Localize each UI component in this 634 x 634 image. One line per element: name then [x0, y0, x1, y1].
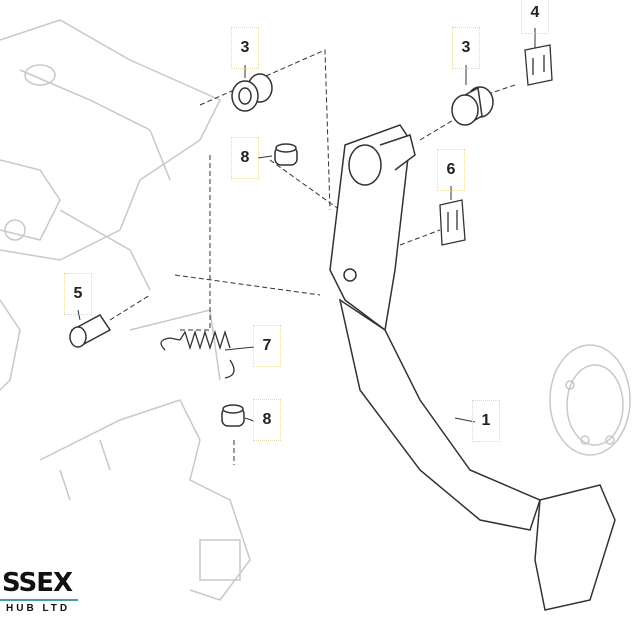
spring-7: [160, 329, 235, 379]
clip-4: [524, 44, 553, 86]
callout-8-top[interactable]: 8: [231, 137, 259, 179]
bushing-3-right: [451, 86, 494, 126]
buffer-8-bottom: [221, 404, 245, 427]
buffer-8-top: [274, 143, 298, 166]
callout-7[interactable]: 7: [253, 325, 281, 367]
callout-6[interactable]: 6: [437, 149, 465, 191]
callout-1[interactable]: 1: [472, 400, 500, 442]
callout-4[interactable]: 4: [521, 0, 549, 34]
pin-5: [69, 314, 112, 348]
company-logo: SSEX HUB LTD: [0, 568, 80, 618]
bushing-3-left: [231, 73, 273, 112]
callout-3-right[interactable]: 3: [452, 27, 480, 69]
callout-5[interactable]: 5: [64, 273, 92, 315]
pedal-lever: [329, 124, 616, 611]
callout-leaders: [77, 28, 536, 423]
clip-6: [439, 199, 466, 246]
callout-3-left[interactable]: 3: [231, 27, 259, 69]
logo-main-text: SSEX: [2, 568, 73, 598]
callout-8-bottom[interactable]: 8: [253, 399, 281, 441]
logo-accent-line: [0, 599, 78, 601]
logo-sub-text: HUB LTD: [6, 603, 71, 614]
